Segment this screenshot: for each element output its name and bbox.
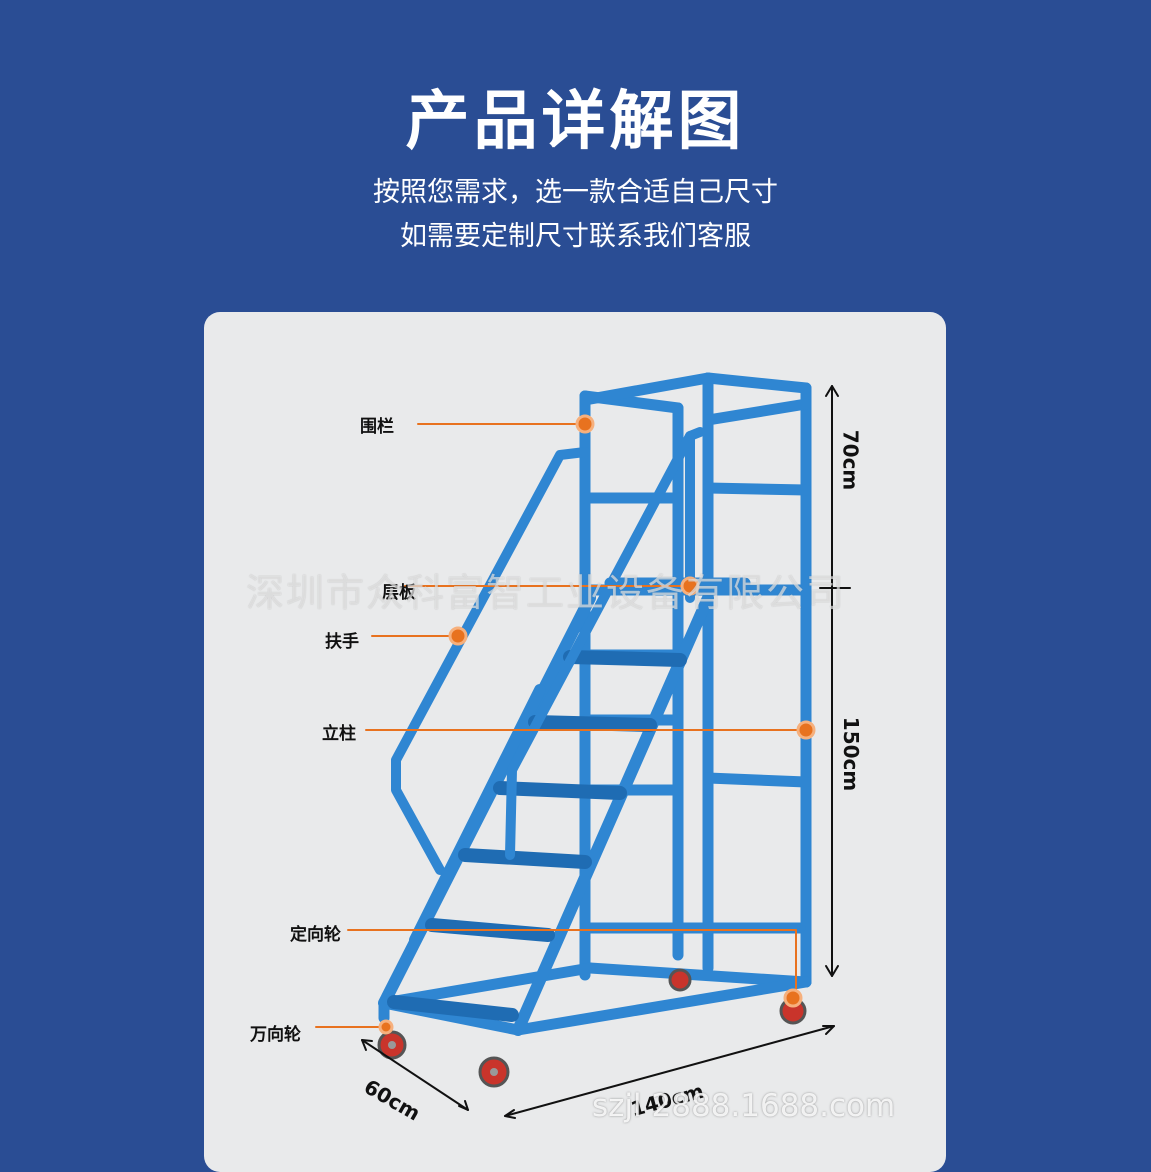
page-title: 产品详解图 [405,85,746,159]
subtitle-line-2: 如需要定制尺寸联系我们客服 [400,221,751,252]
wheel-rear-left [668,968,692,992]
callout-dots [378,414,816,1035]
stair-stringers [378,592,714,1036]
dimension-top-height: 70cm [838,429,863,491]
callout-lines [315,423,807,1028]
callout-swivel-wheel: 万向轮 [250,1025,301,1045]
callout-platform: 层板 [382,583,416,603]
callout-fixed-wheel: 定向轮 [290,925,341,945]
wheel-front-left [377,1030,407,1060]
callout-upright: 立柱 [322,724,356,744]
site-watermark: szjl 2888.1688.com [592,1088,896,1124]
callout-guardrail: 围栏 [360,417,394,437]
dimension-lines [361,385,851,1119]
wheels [377,968,807,1088]
callout-handrail: 扶手 [325,632,359,652]
ladder-frame [378,372,812,1036]
subtitle-line-1: 按照您需求，选一款合适自己尺寸 [373,177,778,208]
stair-steps [387,650,687,1022]
wheel-front-right [478,1056,510,1088]
handrails [391,427,705,875]
company-watermark: 深圳市众科富智工业设备有限公司 [246,571,847,615]
dimension-main-height: 150cm [839,716,864,792]
